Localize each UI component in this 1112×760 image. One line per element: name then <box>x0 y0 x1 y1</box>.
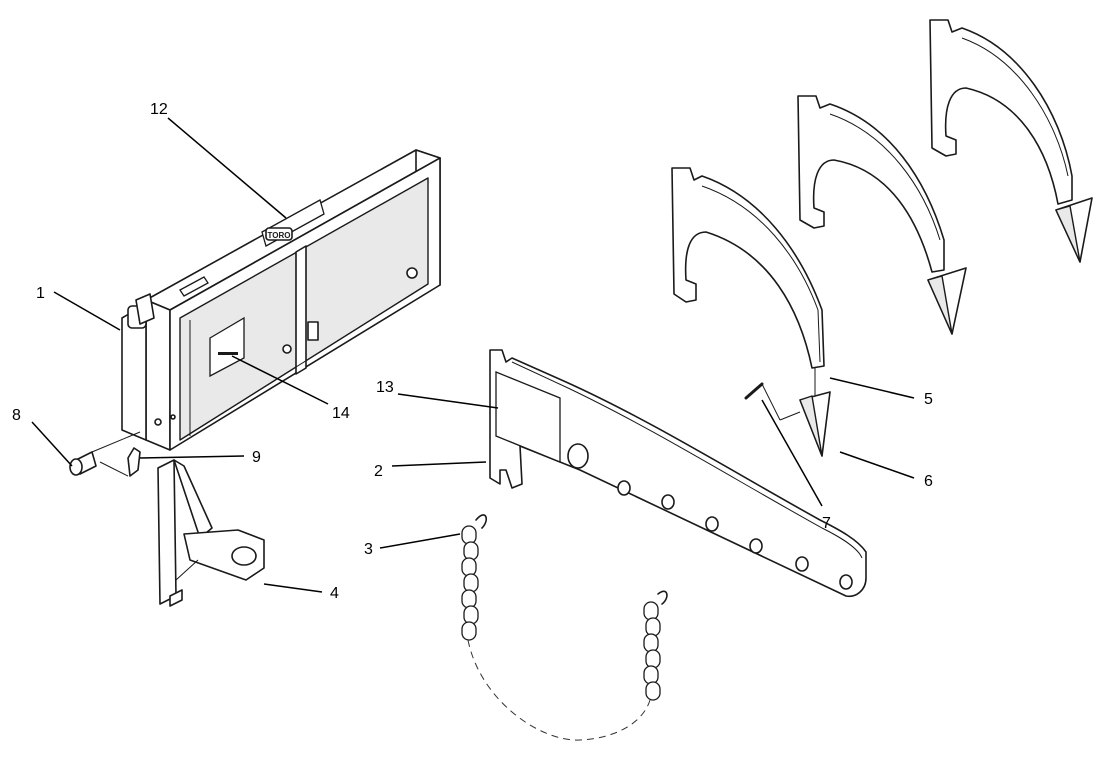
boom-arm-2 <box>489 349 867 598</box>
callout-5: 5 <box>924 391 933 408</box>
inner-decal <box>209 316 245 378</box>
callout-3: 3 <box>364 541 373 558</box>
bracket-4 <box>157 459 265 607</box>
callout-8: 8 <box>12 407 21 424</box>
frame-decal-text: TORO <box>268 231 291 240</box>
chain-3 <box>461 514 668 741</box>
callout-2: 2 <box>374 463 383 480</box>
callout-6: 6 <box>924 473 933 490</box>
clip-9 <box>99 447 141 477</box>
tine-front <box>671 167 831 457</box>
leader-lines <box>31 117 915 593</box>
callout-7: 7 <box>822 515 831 532</box>
callout-labels: 1 12 8 9 4 13 2 3 14 5 6 7 <box>12 101 933 602</box>
callout-12: 12 <box>150 101 168 118</box>
callout-4: 4 <box>330 585 339 602</box>
callout-9: 9 <box>252 449 261 466</box>
callout-1: 1 <box>36 285 45 302</box>
tine-rear <box>929 19 1093 263</box>
roll-pin-7 <box>744 382 801 421</box>
pin-8 <box>69 431 141 476</box>
boom-decal <box>495 371 561 463</box>
tine-middle <box>797 95 967 335</box>
mounting-frame: TORO <box>121 149 441 451</box>
callout-14: 14 <box>332 405 350 422</box>
callout-13: 13 <box>376 379 394 396</box>
